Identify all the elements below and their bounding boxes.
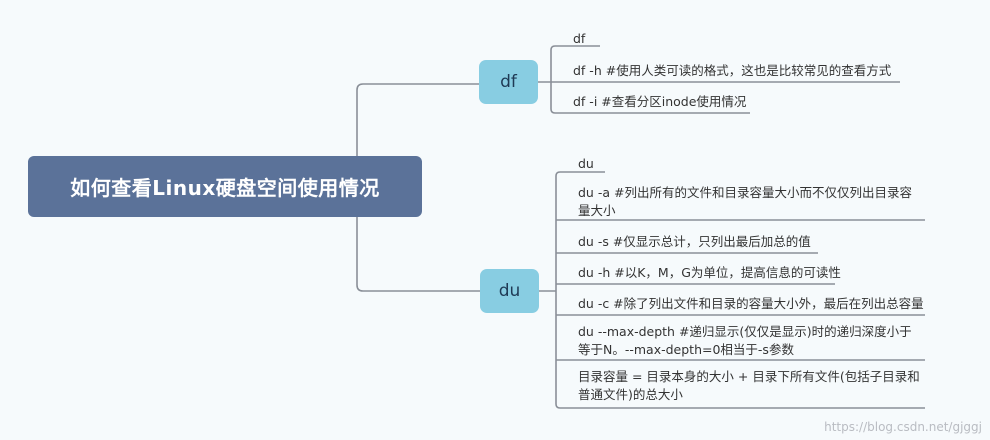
- leaf-df-2[interactable]: df -h #使用人类可读的格式，这也是比较常见的查看方式: [573, 63, 892, 78]
- leaf-df-3[interactable]: df -i #查看分区inode使用情况: [573, 94, 747, 109]
- leaf-du-1[interactable]: du: [578, 156, 594, 171]
- leaf-du-5[interactable]: du -c #除了列出文件和目录的容量大小外，最后在列出总容量: [578, 296, 924, 311]
- connector-du-leaf-7: [555, 403, 925, 409]
- leaf-du-4[interactable]: du -h #以K，M，G为单位，提高信息的可读性: [578, 265, 841, 280]
- connector-du-leaf-1: [555, 171, 605, 177]
- branch-node-du-label: du: [498, 281, 521, 301]
- connector-df-leaf-1: [550, 45, 600, 51]
- connector-df-leaf-3: [550, 108, 750, 114]
- root-node[interactable]: 如何查看Linux硬盘空间使用情况: [28, 156, 422, 217]
- connector-root-df: [356, 83, 479, 187]
- watermark: https://blog.csdn.net/gjggj: [824, 420, 982, 434]
- connector-df-trunk: [538, 50, 552, 109]
- leaf-df-1[interactable]: df: [573, 31, 586, 46]
- branch-node-du[interactable]: du: [480, 269, 539, 313]
- leaf-du-6[interactable]: du --max-depth #递归显示(仅仅是显示)时的递归深度小于等于N。-…: [578, 324, 912, 357]
- root-node-label: 如何查看Linux硬盘空间使用情况: [70, 176, 380, 200]
- leaf-du-7[interactable]: 目录容量 = 目录本身的大小 + 目录下所有文件(包括子目录和普通文件)的总大小: [578, 369, 920, 402]
- connector-root-du: [356, 186, 480, 292]
- leaf-du-3[interactable]: du -s #仅显示总计，只列出最后加总的值: [578, 234, 811, 249]
- leaf-du-2[interactable]: du -a #列出所有的文件和目录容量大小而不仅仅列出目录容量大小: [578, 185, 912, 218]
- connector-du-trunk: [539, 176, 557, 404]
- branch-node-df-label: df: [500, 72, 517, 92]
- branch-node-df[interactable]: df: [479, 60, 538, 104]
